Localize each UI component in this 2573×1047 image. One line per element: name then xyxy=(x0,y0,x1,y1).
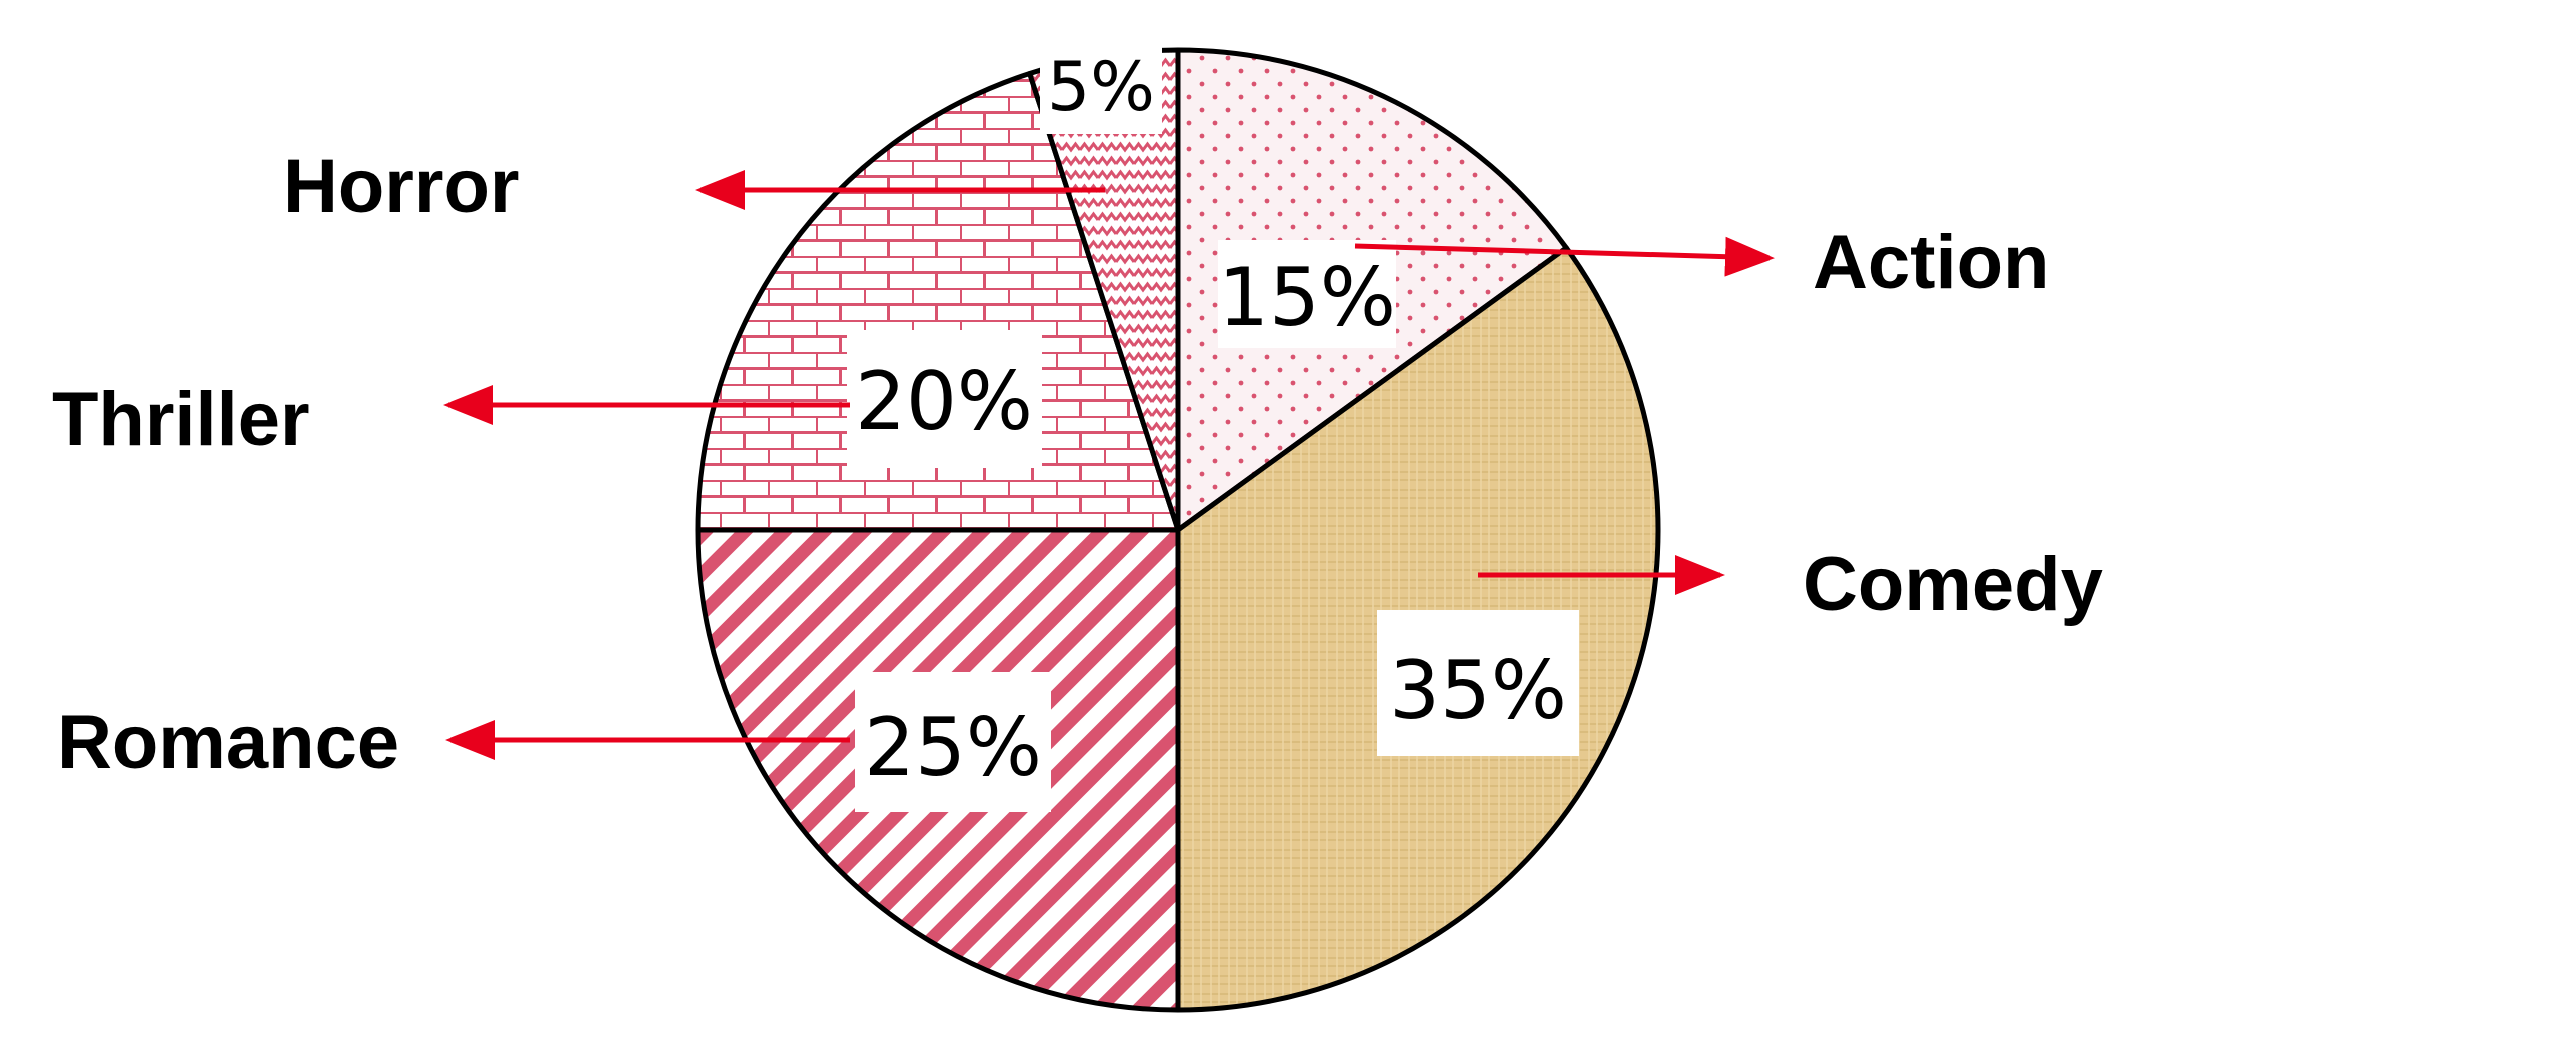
value-label-text-action: 15% xyxy=(1218,251,1396,344)
arrow-action xyxy=(1354,236,1775,277)
category-label-romance: Romance xyxy=(57,700,399,785)
category-label-horror: Horror xyxy=(283,144,519,229)
category-label-action: Action xyxy=(1813,220,2049,305)
value-label-text-horror: 5% xyxy=(1047,48,1155,127)
pie-slices xyxy=(695,47,1661,1013)
category-label-comedy: Comedy xyxy=(1803,542,2103,627)
value-label-thriller: 20% xyxy=(847,330,1042,468)
value-label-comedy: 35% xyxy=(1377,610,1579,756)
value-label-box-comedy xyxy=(1377,610,1579,756)
value-label-box-romance xyxy=(855,672,1051,812)
value-label-text-comedy: 35% xyxy=(1389,644,1567,737)
value-label-text-romance: 25% xyxy=(864,701,1042,794)
value-label-box-thriller xyxy=(847,330,1042,468)
value-label-text-thriller: 20% xyxy=(855,355,1033,448)
value-label-box-horror xyxy=(1040,42,1162,134)
value-label-romance: 25% xyxy=(855,672,1051,812)
category-label-thriller: Thriller xyxy=(52,377,310,462)
value-label-action: 15% xyxy=(1218,240,1396,348)
value-label-box-action xyxy=(1218,240,1396,348)
value-label-horror: 5% xyxy=(1040,42,1162,134)
